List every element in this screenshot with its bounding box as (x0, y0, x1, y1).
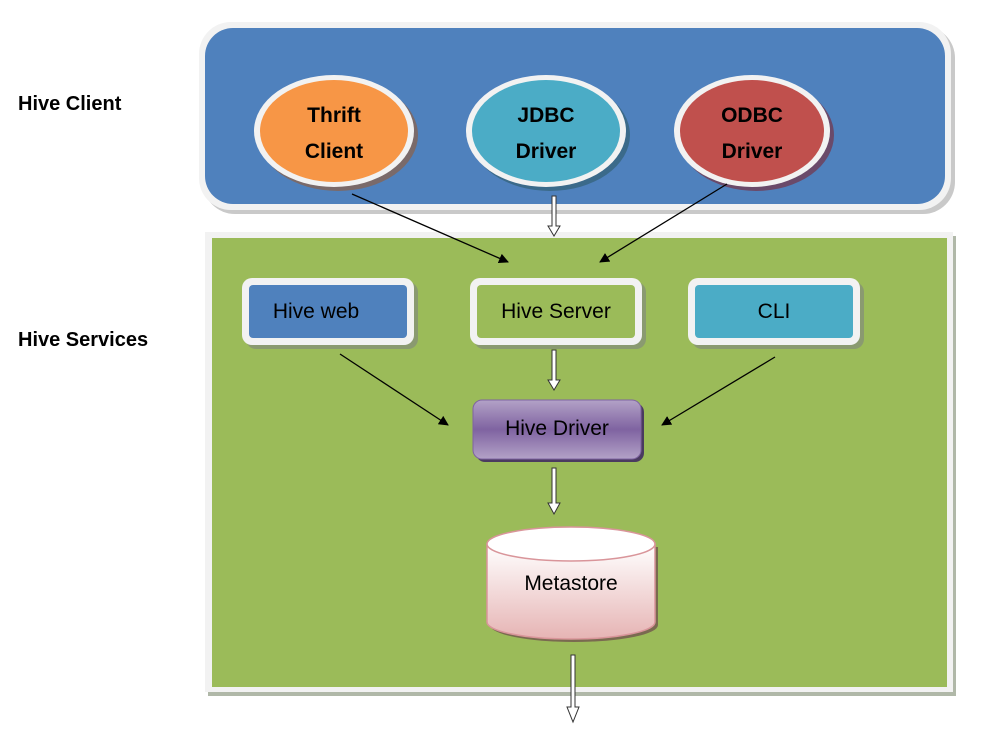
arrow-jdbc-to-server (547, 195, 561, 237)
hive-driver-node: Hive Driver (472, 399, 644, 462)
svg-text:Hive Server: Hive Server (501, 300, 611, 323)
jdbc-driver-node: JDBC Driver (466, 75, 630, 191)
arrow-web-to-driver (339, 353, 449, 426)
arrow-cli-to-driver (661, 356, 776, 426)
svg-text:Thrift: Thrift (307, 104, 361, 127)
arrow-server-to-driver (547, 349, 561, 391)
svg-text:Metastore: Metastore (524, 572, 617, 595)
svg-text:Hive Driver: Hive Driver (505, 417, 609, 440)
hive-client-label: Hive Client (18, 93, 122, 115)
svg-text:JDBC: JDBC (517, 104, 574, 127)
hive-services-label: Hive Services (18, 329, 148, 351)
svg-text:Driver: Driver (516, 140, 577, 163)
thrift-client-node: Thrift Client (254, 75, 418, 191)
svg-text:ODBC: ODBC (721, 104, 783, 127)
svg-text:CLI: CLI (758, 300, 791, 323)
hive-web-node: Hive web (242, 278, 418, 349)
odbc-driver-node: ODBC Driver (674, 75, 834, 191)
cli-node: CLI (688, 278, 864, 349)
metastore-node: Metastore (486, 526, 658, 642)
svg-text:Client: Client (305, 140, 363, 163)
arrow-metastore-out (566, 654, 580, 724)
svg-text:Driver: Driver (722, 140, 783, 163)
arrow-odbc-to-server (599, 183, 728, 263)
arrow-thrift-to-server (351, 193, 509, 263)
hive-server-node: Hive Server (470, 278, 646, 349)
svg-text:Hive web: Hive web (273, 300, 359, 323)
arrow-driver-to-metastore (547, 467, 561, 516)
